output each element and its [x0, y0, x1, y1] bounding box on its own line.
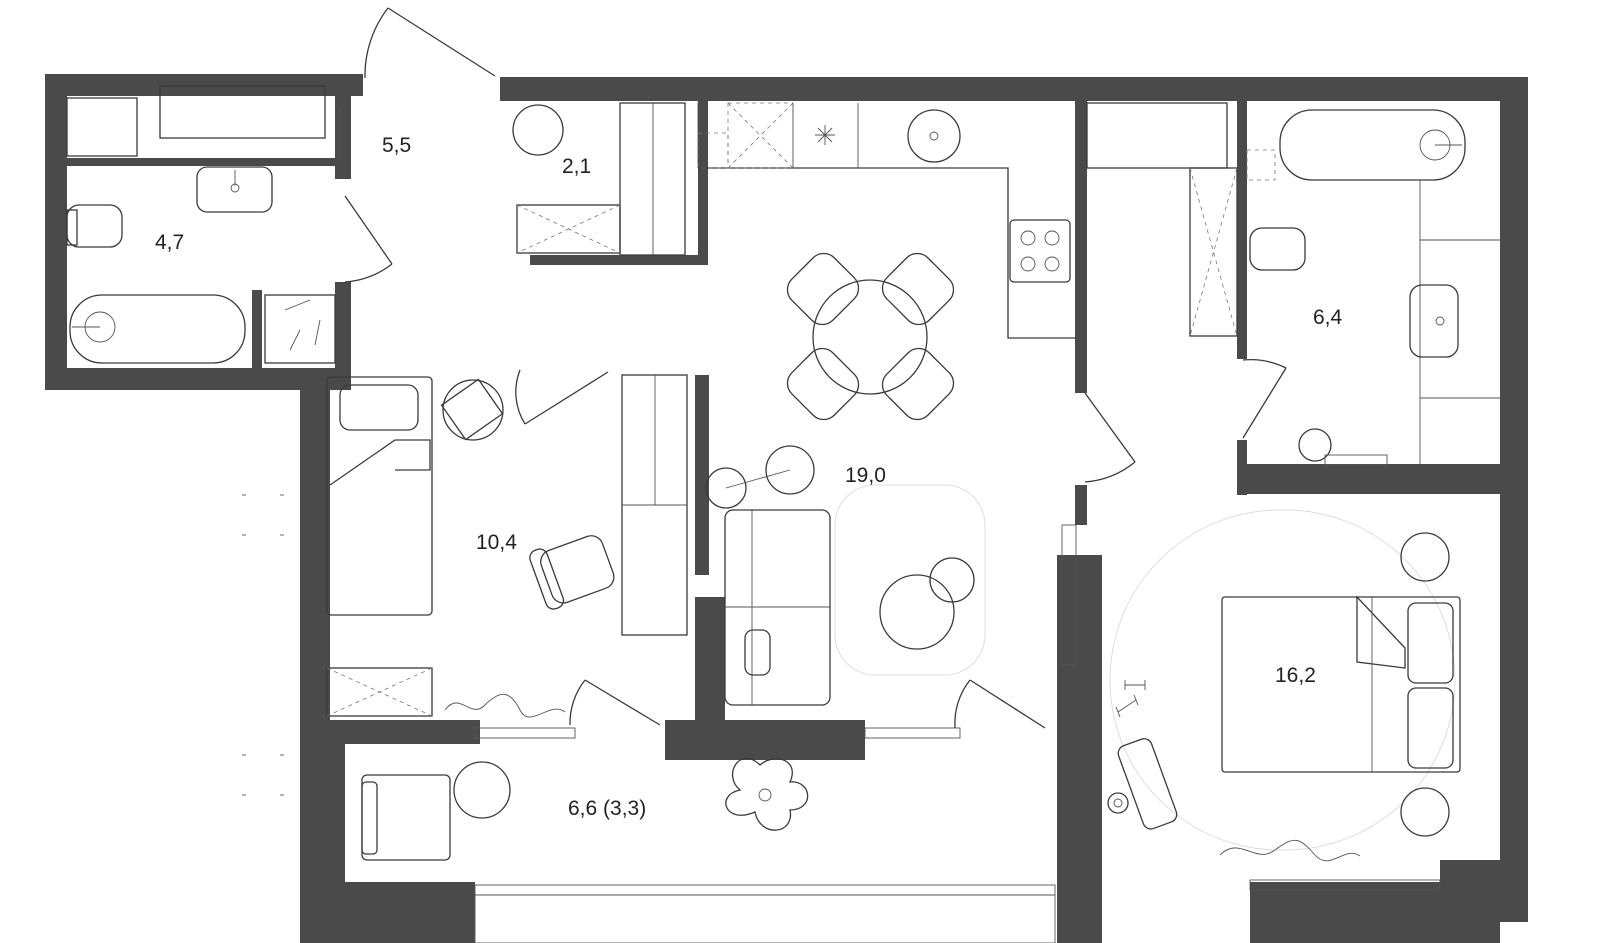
room-area-hallway: 5,5	[382, 134, 411, 157]
room-area-kitchen-living: 19,0	[845, 464, 886, 487]
windows	[474, 524, 1441, 943]
room-area-bedroom-small: 10,4	[476, 531, 517, 554]
room-area-storage: 2,1	[562, 155, 591, 178]
bedroom-small-furniture	[326, 374, 688, 718]
room-area-balcony: 6,6 (3,3)	[568, 797, 646, 820]
bedroom-master-furniture	[1107, 509, 1461, 862]
walls	[45, 74, 1528, 943]
room-labels: 4,7 5,5 2,1 19,0 10,4 6,4 16,2 6,6 (3,3)	[155, 134, 1343, 820]
room-area-bathroom-2: 6,4	[1313, 306, 1343, 329]
storage-fixtures	[512, 102, 686, 256]
doors	[344, 7, 1287, 729]
room-area-bathroom-1: 4,7	[155, 231, 184, 254]
bathroom-1-fixtures	[66, 85, 341, 364]
outside-markers	[242, 494, 284, 796]
kitchen-living-furniture	[697, 102, 1075, 706]
balcony-furniture	[361, 757, 809, 861]
room-area-bedroom-master: 16,2	[1275, 664, 1316, 687]
bathroom-2-fixtures	[1086, 102, 1500, 466]
